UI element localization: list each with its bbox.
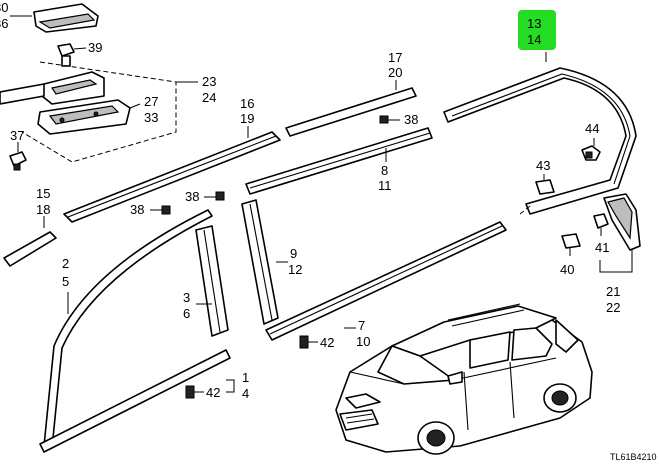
label-21: 21: [606, 284, 620, 299]
label-44: 44: [585, 121, 599, 136]
label-36: 36: [0, 16, 8, 31]
clip-40: [561, 233, 581, 256]
label-23: 23: [202, 74, 216, 89]
label-8: 8: [381, 163, 388, 178]
label-39: 39: [88, 40, 102, 55]
label-17: 17: [388, 50, 402, 65]
group-23-24-outline: [21, 61, 177, 163]
label-42-upper: 42: [320, 335, 334, 350]
label-4: 4: [242, 386, 249, 401]
label-3: 3: [183, 290, 190, 305]
label-18: 18: [36, 202, 50, 217]
label-12: 12: [288, 262, 302, 277]
diagram-code: TL61B4210: [610, 452, 657, 462]
label-20: 20: [388, 65, 402, 80]
label-38-upper: 38: [404, 112, 418, 127]
clip-44: [581, 138, 601, 161]
molding-1-4: [39, 349, 231, 453]
label-41: 41: [595, 240, 609, 255]
label-13: 13: [527, 16, 541, 31]
label-40: 40: [560, 262, 574, 277]
clip-42-lower: [185, 385, 204, 399]
clip-43: [535, 174, 555, 195]
quarter-glass-molding-13-14: [443, 67, 637, 215]
label-37: 37: [10, 128, 24, 143]
label-16: 16: [240, 96, 254, 111]
molding-15-18: [3, 231, 57, 267]
clip-38-left: [150, 205, 171, 215]
label-33: 33: [144, 110, 158, 125]
leader-1-4: [226, 379, 235, 393]
label-43: 43: [536, 158, 550, 173]
label-7: 7: [358, 318, 365, 333]
molding-2-5: [43, 209, 213, 449]
label-15: 15: [36, 186, 50, 201]
roof-cover-part: [33, 3, 99, 33]
label-22: 22: [606, 300, 620, 315]
bolt-37: [9, 142, 27, 171]
label-19: 19: [240, 111, 254, 126]
garnish-21-22: [603, 193, 641, 251]
clip-39: [57, 43, 87, 67]
quarter-glass-outline: [519, 205, 531, 215]
label-1: 1: [242, 370, 249, 385]
roof-rail-bracket: [0, 71, 105, 105]
label-6: 6: [183, 306, 190, 321]
label-14: 14: [527, 32, 541, 47]
label-38-center: 38: [185, 189, 199, 204]
label-38-left: 38: [130, 202, 144, 217]
label-11: 11: [378, 178, 392, 193]
leader-21-22: [599, 250, 633, 273]
bracket-27-33: [37, 99, 141, 135]
clip-42-upper: [299, 335, 318, 349]
clip-41: [593, 213, 609, 236]
label-27: 27: [144, 94, 158, 109]
highlight-13-14: [518, 10, 556, 50]
label-5: 5: [62, 274, 69, 289]
label-2: 2: [62, 256, 69, 271]
clip-38-center: [204, 191, 225, 201]
label-42-lower: 42: [206, 385, 220, 400]
molding-17-20: [285, 87, 417, 137]
label-10: 10: [356, 334, 370, 349]
label-30: 30: [0, 0, 8, 15]
label-24: 24: [202, 90, 216, 105]
label-9: 9: [290, 246, 297, 261]
pillar-garnish-9-12: [241, 199, 279, 325]
clip-38-upper: [379, 115, 400, 124]
car-illustration: [335, 303, 593, 455]
